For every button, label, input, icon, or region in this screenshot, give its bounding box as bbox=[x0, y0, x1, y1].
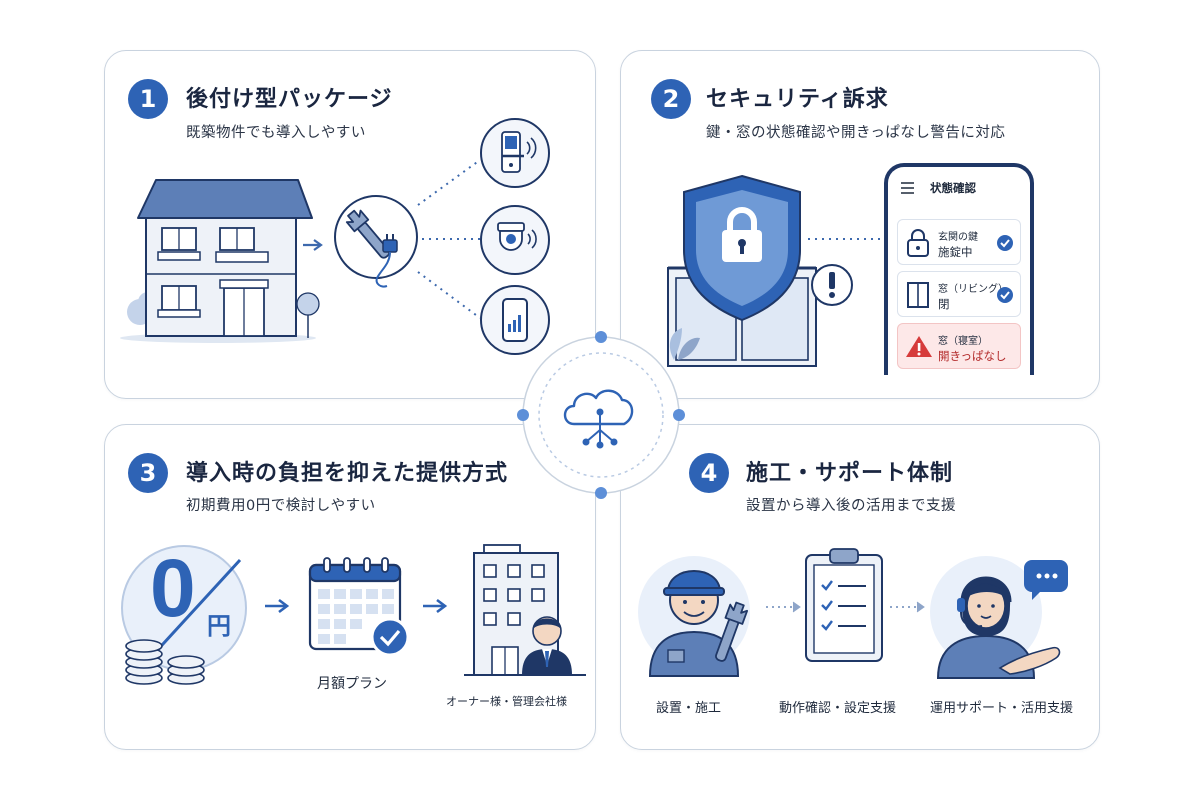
shield-lock-window-icon bbox=[667, 174, 853, 367]
installer-worker-icon bbox=[638, 556, 750, 677]
dotted-arrow-icon bbox=[890, 601, 925, 613]
zero-amount: 0 bbox=[150, 543, 196, 634]
building-owner-icon bbox=[464, 544, 586, 676]
arrow-right-icon bbox=[303, 239, 323, 251]
panel-title: 施工・サポート体制 bbox=[746, 461, 954, 486]
status-item-front-door-lock[interactable]: 玄関の鍵 施錠中 bbox=[897, 219, 1021, 265]
dotted-arrow-icon bbox=[766, 601, 801, 613]
panel-subtitle: 設置から導入後の活用まで支援 bbox=[746, 498, 956, 514]
menu-icon[interactable] bbox=[900, 181, 916, 195]
status-item-label: 窓（寝室） bbox=[938, 336, 988, 347]
wrench-plug-icon bbox=[334, 195, 418, 288]
status-item-label: 窓（リビング） bbox=[938, 284, 1008, 295]
check-circle-icon bbox=[997, 287, 1013, 303]
step-label: 動作確認・設定支援 bbox=[779, 701, 897, 716]
house-icon bbox=[120, 179, 320, 343]
panel-title: 後付け型パッケージ bbox=[186, 87, 393, 112]
warning-icon bbox=[906, 336, 932, 357]
monthly-plan-label: 月額プラン bbox=[317, 676, 387, 692]
status-item-bedroom-window-alert[interactable]: 窓（寝室） 開きっぱなし bbox=[897, 323, 1021, 369]
step-label: 設置・施工 bbox=[656, 701, 722, 716]
connector-lines bbox=[417, 159, 486, 319]
support-operator-icon bbox=[930, 556, 1068, 679]
padlock-icon bbox=[907, 229, 929, 257]
connector-line bbox=[808, 238, 882, 240]
app-title: 状態確認 bbox=[930, 181, 976, 195]
calendar-icon bbox=[308, 557, 410, 657]
panel-subtitle: 鍵・窓の状態確認や開きっぱなし警告に対応 bbox=[706, 125, 1006, 141]
panel-number-badge: 2 bbox=[651, 79, 691, 119]
panel-subtitle: 既築物件でも導入しやすい bbox=[186, 125, 366, 141]
arrow-right-icon bbox=[265, 598, 290, 614]
zero-yen-icon bbox=[121, 545, 247, 685]
smart-lock-icon bbox=[480, 118, 550, 188]
arrow-right-icon bbox=[423, 598, 448, 614]
status-item-value: 施錠中 bbox=[938, 245, 973, 259]
panel-number-badge: 4 bbox=[689, 453, 729, 493]
panel-title: セキュリティ訴求 bbox=[706, 87, 889, 112]
yen-unit: 円 bbox=[207, 612, 231, 640]
panel-subtitle: 初期費用0円で検討しやすい bbox=[186, 498, 376, 514]
status-item-value: 閉 bbox=[938, 297, 950, 311]
checklist-clipboard-icon bbox=[805, 548, 883, 662]
cloud-hub-icon bbox=[517, 331, 685, 499]
status-item-value: 開きっぱなし bbox=[938, 349, 1007, 363]
step-label: 運用サポート・活用支援 bbox=[930, 701, 1074, 716]
panel-number-badge: 1 bbox=[128, 79, 168, 119]
window-icon bbox=[907, 282, 929, 308]
security-camera-icon bbox=[480, 205, 550, 275]
smartphone-status-screen: 状態確認 玄関の鍵 施錠中 窓（リビング） 閉 窓 bbox=[884, 163, 1034, 375]
check-circle-icon bbox=[997, 235, 1013, 251]
status-item-living-window[interactable]: 窓（リビング） 閉 bbox=[897, 271, 1021, 317]
app-header: 状態確認 bbox=[888, 167, 1030, 209]
panel-number-badge: 3 bbox=[128, 453, 168, 493]
status-item-label: 玄関の鍵 bbox=[938, 232, 978, 243]
owner-management-label: オーナー様・管理会社様 bbox=[446, 695, 567, 708]
smartphone-app-icon bbox=[480, 285, 550, 355]
panel-title: 導入時の負担を抑えた提供方式 bbox=[186, 461, 509, 486]
